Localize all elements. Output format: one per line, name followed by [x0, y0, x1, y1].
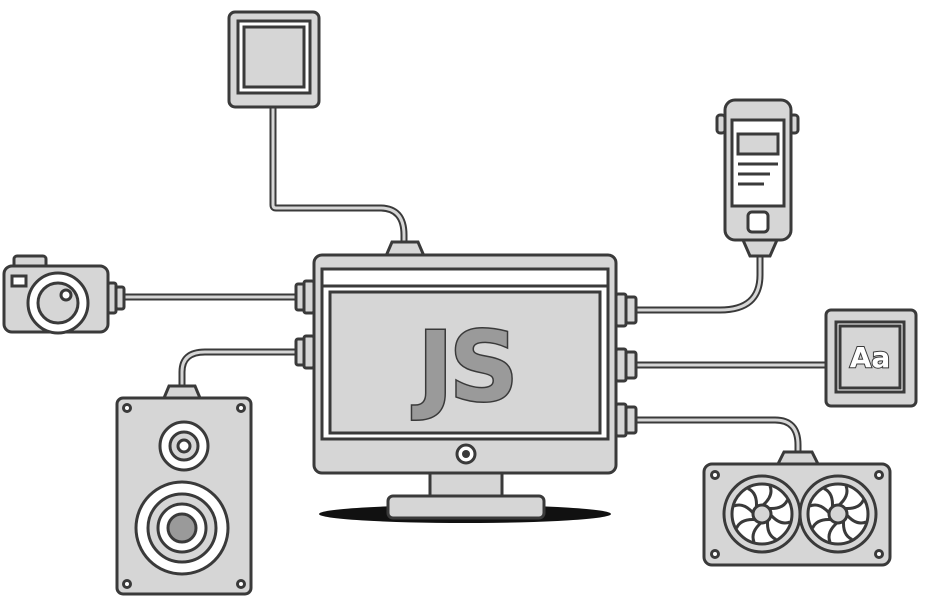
cable-frame — [269, 103, 408, 248]
monitor-icon: JS — [294, 240, 638, 523]
cable-speaker — [178, 348, 304, 390]
font-card-icon: Aa — [824, 308, 918, 408]
monitor-ports-left — [294, 279, 316, 370]
monitor-screen-text: JS — [412, 311, 515, 423]
monitor-ports-right — [614, 292, 638, 438]
cable-fan — [632, 416, 802, 458]
speaker-icon — [115, 384, 253, 596]
font-sample-text: Aa — [850, 341, 891, 374]
picture-frame-icon — [227, 10, 321, 109]
camera-icon — [2, 254, 126, 335]
fan-unit-icon — [702, 450, 892, 567]
cable-phone — [632, 249, 764, 314]
cables — [120, 103, 832, 458]
smartphone-icon — [715, 98, 800, 258]
